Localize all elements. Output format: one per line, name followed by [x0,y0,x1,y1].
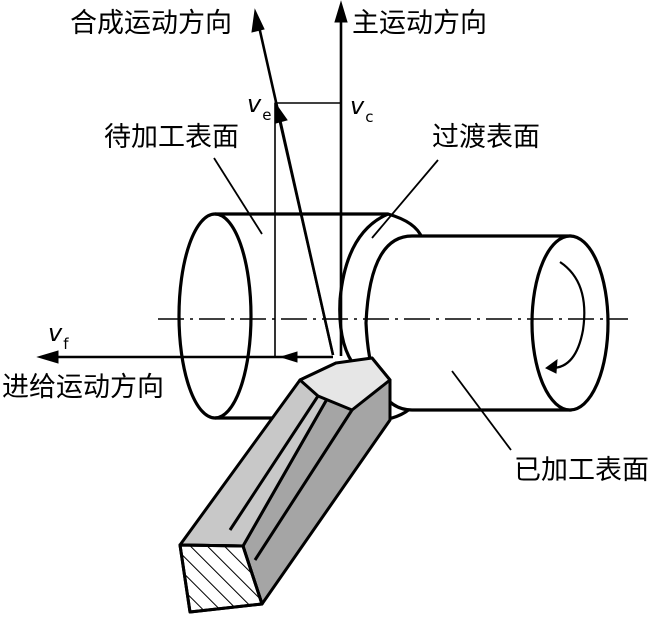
small-cylinder-body [364,234,572,412]
tool-end-face-hatch [178,543,264,614]
vector-vc-label: vc [350,92,373,125]
leader-surface-to-machine [213,157,263,235]
label-resultant-motion: 合成运动方向 [70,8,232,39]
label-main-motion: 主运动方向 [352,8,487,39]
ve-long-line [256,21,335,356]
label-machined-surface: 已加工表面 [514,455,649,486]
ve-long-arrowhead [251,8,265,33]
vector-ve-symbol: v [247,90,262,118]
rotation-arrow-head [545,358,558,374]
vector-vf-sub: f [63,335,69,353]
vector-vc-symbol: v [350,92,365,120]
vc-arrowhead [334,0,348,23]
leader-lines [213,157,512,451]
vf-small-arrowhead [279,351,298,363]
label-surface-to-machine: 待加工表面 [104,122,239,153]
leader-machined-surface [451,370,512,451]
vector-ve-label: ve [247,90,271,123]
label-feed-motion: 进给运动方向 [2,372,164,403]
large-cylinder-end [177,212,253,420]
vector-vf-label: vf [48,319,68,352]
vector-vc-sub: c [365,108,374,126]
vector-vf-symbol: v [48,319,63,347]
vector-ve-sub: e [262,106,272,124]
small-cylinder [364,234,610,412]
velocity-vectors [36,0,348,364]
large-cylinder-top-edge [215,212,424,239]
label-transition-surface: 过渡表面 [432,122,540,153]
vf-arrowhead [36,350,59,364]
rotation-arrow [551,261,586,370]
small-cylinder-end [530,234,610,412]
cutting-tool [178,356,392,614]
leader-transition-surface [371,159,439,239]
